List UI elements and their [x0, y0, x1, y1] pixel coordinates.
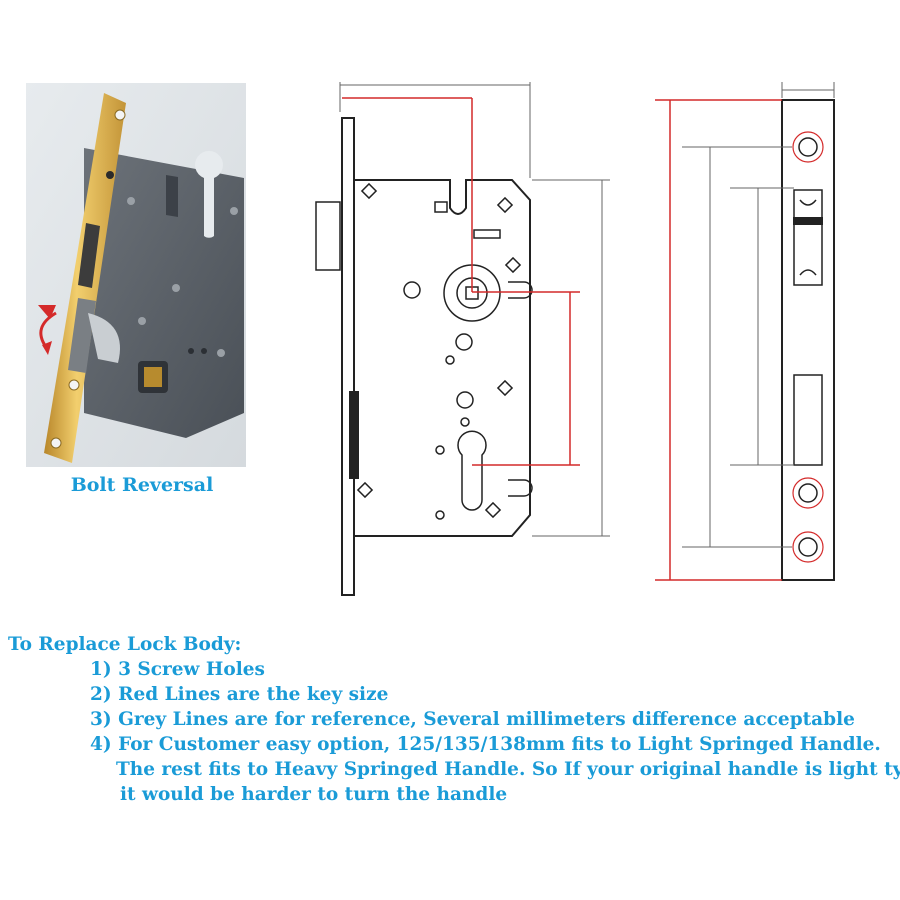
- lock-dimension-drawing: [315, 82, 835, 596]
- key-size-lines: [342, 97, 782, 581]
- rotation-arrow-icon: [39, 311, 57, 348]
- screw-hole-icon: [792, 131, 824, 563]
- instruction-item: 1) 3 Screw Holes: [90, 659, 265, 680]
- instructions: To Replace Lock Body: 1) 3 Screw Holes 2…: [8, 632, 900, 807]
- side-view: [781, 99, 835, 581]
- instruction-continuation: it would be harder to turn the handle: [120, 784, 508, 805]
- instructions-heading: To Replace Lock Body:: [8, 634, 242, 655]
- reference-lines: [339, 82, 835, 548]
- front-view: [315, 117, 533, 596]
- instruction-item: 4) For Customer easy option, 125/135/138…: [90, 734, 881, 755]
- instruction-item: 2) Red Lines are the key size: [90, 684, 389, 705]
- photo-caption: Bolt Reversal: [70, 474, 214, 496]
- instruction-item: 3) Grey Lines are for reference, Several…: [90, 709, 855, 730]
- keyhole-icon: [195, 150, 223, 238]
- instruction-continuation: The rest fits to Heavy Springed Handle. …: [116, 759, 900, 780]
- keyhole-icon: [457, 430, 487, 511]
- lock-body-photo: [26, 83, 246, 467]
